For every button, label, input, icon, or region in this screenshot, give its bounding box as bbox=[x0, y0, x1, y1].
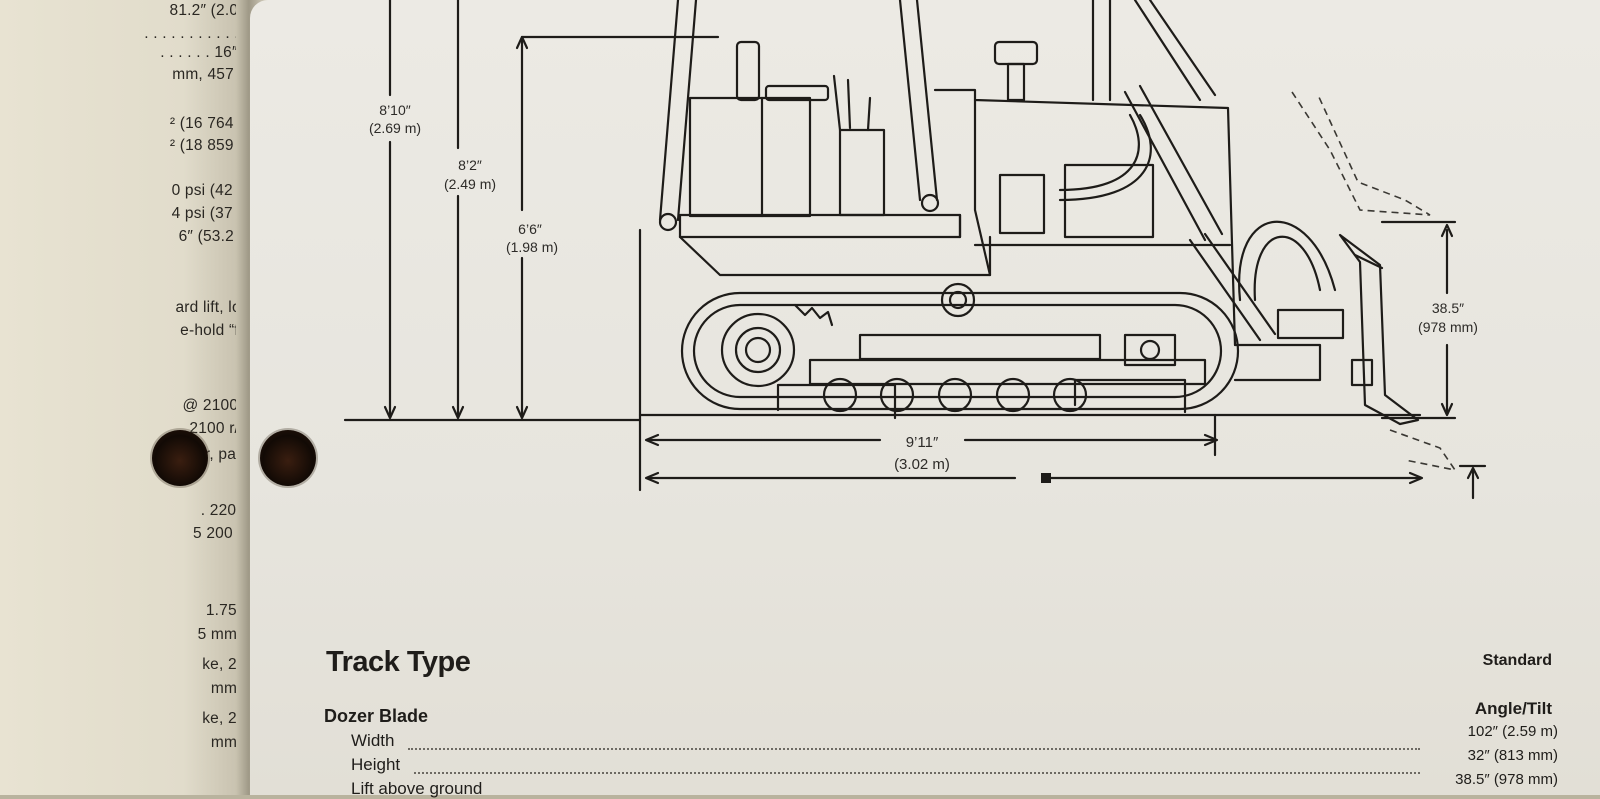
binder-hole bbox=[260, 430, 316, 486]
dim-label: 6’6″ bbox=[518, 221, 542, 237]
dim-label: (1.98 m) bbox=[506, 239, 558, 255]
spec-row-value: 102″ (2.59 m) bbox=[1467, 723, 1558, 740]
dim-label: (2.49 m) bbox=[444, 176, 496, 192]
leader-dots bbox=[408, 748, 1420, 750]
dim-label: (2.69 m) bbox=[369, 120, 421, 136]
dim-label: (3.02 m) bbox=[894, 456, 950, 473]
dim-label: 9’11″ bbox=[906, 434, 939, 451]
spec-row-label: Height bbox=[351, 755, 401, 774]
spec-column-header: Standard bbox=[1482, 652, 1552, 669]
spec-row-label: Lift above ground bbox=[351, 779, 483, 798]
spec-row-value: 32″ (813 mm) bbox=[1467, 747, 1558, 764]
spec-row-label: Width bbox=[351, 731, 395, 750]
binder-hole bbox=[152, 430, 208, 486]
dim-label: 8’10″ bbox=[379, 102, 410, 118]
left-text-line: . . . . . . . . . . . . 36 bbox=[144, 25, 262, 42]
leader-dots bbox=[414, 772, 1420, 774]
dim-label: 8’2″ bbox=[458, 157, 482, 173]
spec-section-type: Angle/Tilt bbox=[1474, 699, 1552, 718]
spec-row-value: 38.5″ (978 mm) bbox=[1455, 771, 1558, 788]
spec-heading: Track Type bbox=[326, 646, 471, 678]
center-mark bbox=[1041, 473, 1051, 483]
spec-section-title: Dozer Blade bbox=[324, 706, 429, 726]
dim-label: 38.5″ bbox=[1432, 300, 1464, 316]
dim-label: (978 mm) bbox=[1418, 319, 1478, 335]
